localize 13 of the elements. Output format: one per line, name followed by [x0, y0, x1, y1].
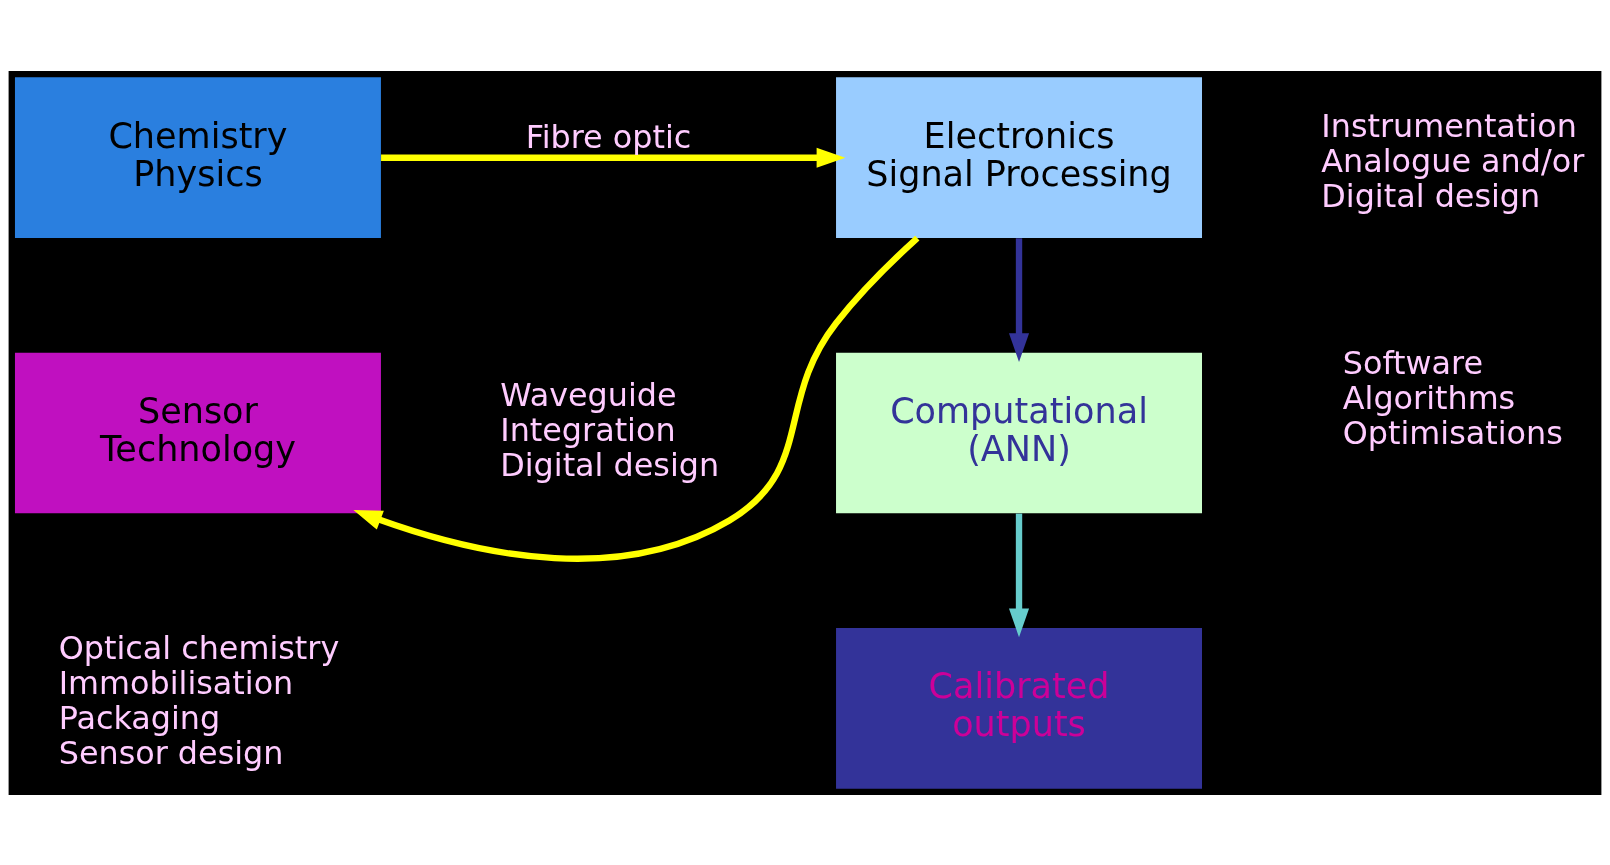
label: Waveguide — [500, 375, 677, 414]
arrow — [1008, 237, 1030, 362]
arrow — [1008, 513, 1030, 637]
node-box: Electronics Signal Processing — [836, 76, 1202, 238]
node-box: Calibrated outputs — [836, 627, 1202, 789]
arrow — [381, 147, 846, 168]
arrow — [353, 235, 920, 562]
label: Packaging — [58, 698, 221, 737]
node-box: Computational (ANN) — [836, 352, 1202, 513]
node-box: Chemistry Physics — [14, 76, 381, 238]
edge-label: Fibre optic — [525, 117, 692, 156]
node-box: Sensor Technology — [14, 352, 381, 513]
label: Optical chemistry — [58, 628, 340, 667]
